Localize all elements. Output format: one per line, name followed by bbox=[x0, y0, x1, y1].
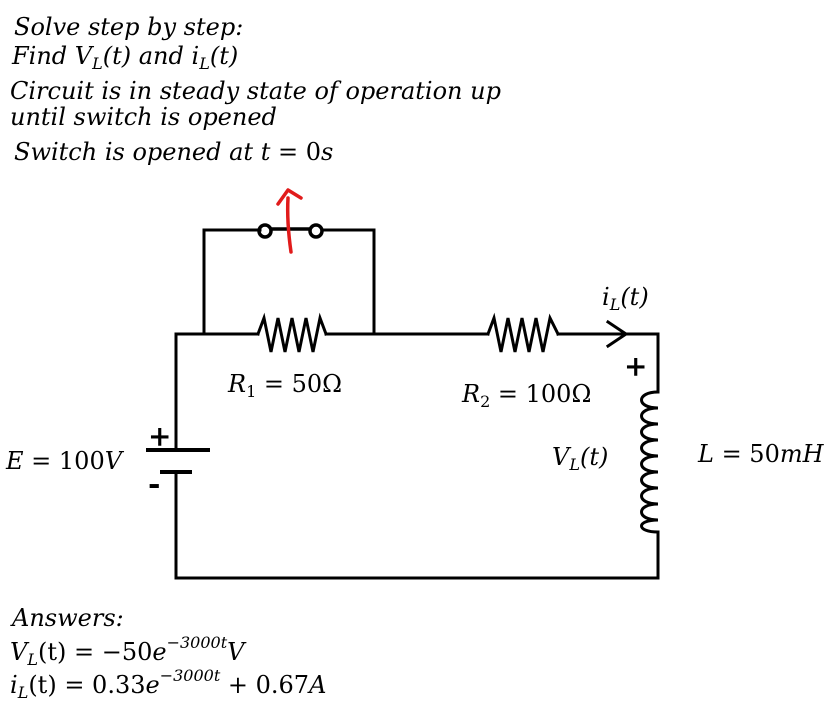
answers: Answers: VL(t) = −50e−3000tV iL(t) = 0.3… bbox=[10, 604, 326, 702]
r1-label: R1 = 50Ω bbox=[227, 370, 342, 401]
resistor-r2 bbox=[486, 312, 561, 353]
current-arrow-icon bbox=[598, 319, 629, 349]
resistor-r1 bbox=[256, 312, 328, 353]
bypass-wire-left bbox=[202, 228, 262, 336]
problem-line-3: Circuit is in steady state of operation … bbox=[10, 77, 501, 105]
battery-plus-sign: + bbox=[148, 420, 171, 453]
problem-line-4: until switch is opened bbox=[10, 103, 277, 131]
inductor-current-label: iL(t) bbox=[602, 283, 649, 314]
answer-current: iL(t) = 0.33e−3000t + 0.67A bbox=[10, 666, 326, 702]
switch-contact-right bbox=[308, 223, 324, 239]
inductor-plus-sign: + bbox=[624, 350, 647, 383]
r2-label: R2 = 100Ω bbox=[461, 380, 591, 411]
problem-line-1: Solve step by step: bbox=[14, 13, 243, 41]
switch-contact-left bbox=[257, 223, 273, 239]
battery-minus-sign: - bbox=[148, 467, 160, 502]
problem-statement: Solve step by step: Find VL(t) and iL(t)… bbox=[10, 13, 501, 166]
switch-open-arrow-icon bbox=[276, 188, 303, 254]
problem-line-5: Switch is opened at t = 0s bbox=[14, 138, 333, 166]
inductor-voltage-label: VL(t) bbox=[552, 443, 608, 474]
inductor: + bbox=[624, 350, 660, 534]
answers-title: Answers: bbox=[10, 604, 124, 632]
voltage-source: + - bbox=[146, 420, 210, 502]
problem-line-2: Find VL(t) and iL(t) bbox=[11, 42, 238, 73]
answer-voltage: VL(t) = −50e−3000tV bbox=[10, 633, 247, 669]
source-voltage-label: E = 100V bbox=[5, 447, 125, 475]
switch bbox=[257, 188, 324, 254]
inductance-label: L = 50mH bbox=[697, 440, 825, 468]
bypass-wire-right bbox=[320, 228, 376, 336]
